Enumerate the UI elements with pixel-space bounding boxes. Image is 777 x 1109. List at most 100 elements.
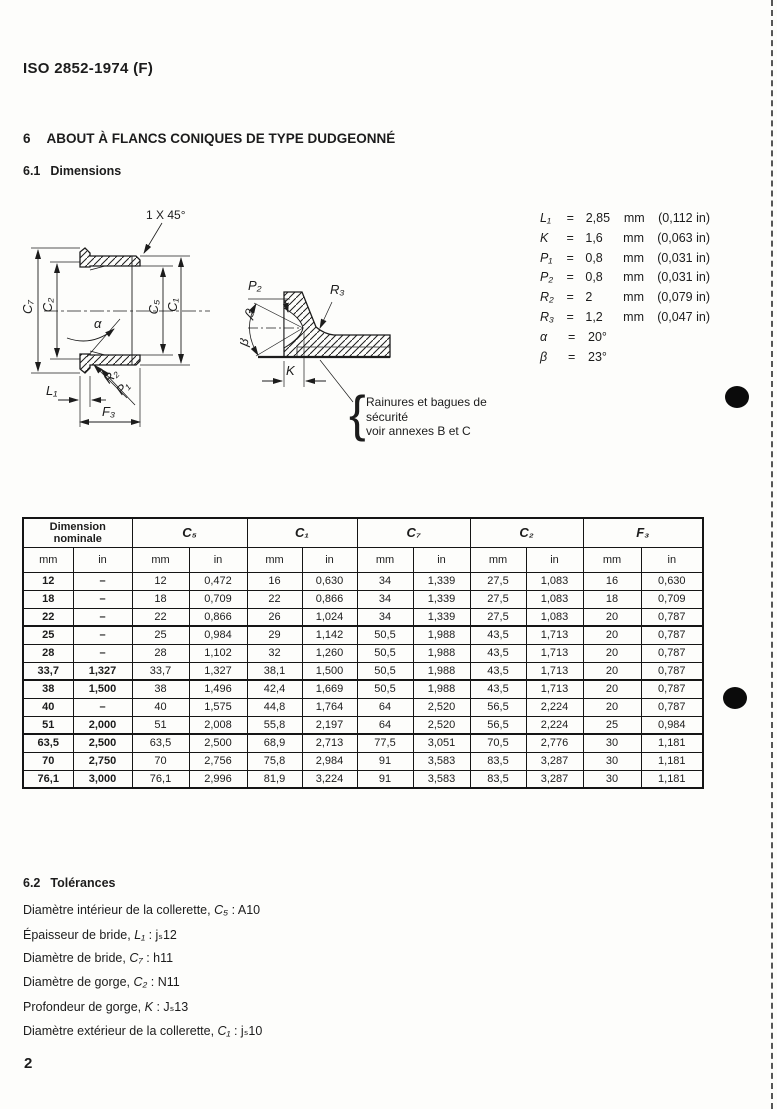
table-cell: 2,500 — [72, 733, 133, 753]
table-cell: 2,000 — [72, 715, 133, 735]
table-cell: 30 — [582, 769, 642, 789]
dim-label-c7: C₇ — [20, 300, 35, 314]
table-cell: 18 — [582, 589, 642, 609]
table-cell: 32 — [246, 643, 303, 663]
table-cell: 1,083 — [525, 589, 584, 609]
table-cell: 1,339 — [412, 571, 471, 591]
table-unit-header: mm — [22, 546, 74, 573]
tolerance-symbol: C₁ — [217, 1024, 231, 1038]
table-cell: 16 — [582, 571, 642, 591]
equals-sign: = — [568, 329, 576, 344]
table-cell: 1,575 — [188, 697, 248, 717]
table-cell: – — [72, 643, 133, 663]
table-cell: 1,713 — [525, 661, 584, 681]
table-cell: 33,7 — [22, 661, 74, 681]
table-cell: 30 — [582, 751, 642, 771]
tolerance-class: : h11 — [142, 951, 174, 965]
dim-label-c5: C₅ — [146, 299, 161, 314]
note-line-1: Rainures et bagues de — [366, 395, 487, 409]
table-cell: 12 — [131, 571, 190, 591]
dim-label-p2: P₂ — [248, 278, 262, 293]
table-cell: 1,500 — [72, 679, 133, 699]
table-cell: 26 — [246, 607, 303, 627]
table-cell: 27,5 — [469, 607, 527, 627]
tolerance-line: Diamètre intérieur de la collerette, C₅ … — [23, 903, 523, 927]
table-cell: 16 — [246, 571, 303, 591]
table-cell: 64 — [356, 697, 414, 717]
table-cell: 1,181 — [640, 751, 704, 771]
parameter-unit: mm — [623, 290, 644, 305]
parameter-inch-value: (0,031 in) — [657, 250, 710, 265]
tolerance-text: Diamètre extérieur de la collerette, — [23, 1024, 218, 1038]
parameter-unit: mm — [623, 309, 644, 324]
parameter-value: 2,85 — [585, 211, 611, 225]
tolerance-text: Diamètre de bride, — [23, 951, 130, 965]
parameter-row: α=20° — [540, 330, 710, 350]
groove-detail-drawing: P₂ R₃ β β K { Rainures et bagues de sécu… — [240, 278, 487, 442]
registration-mark-lower — [723, 687, 747, 709]
table-cell: 27,5 — [469, 589, 527, 609]
table-cell: 43,5 — [469, 661, 527, 681]
parameter-value: 2 — [585, 290, 593, 305]
table-cell: – — [72, 589, 133, 609]
table-cell: 0,709 — [640, 589, 704, 609]
dim-label-r3: R₃ — [330, 282, 345, 297]
dim-label-beta-upper: β — [240, 306, 257, 322]
tolerance-line: Épaisseur de bride, L₁ : jₛ12 — [23, 927, 523, 951]
table-cell: – — [72, 625, 133, 645]
tolerance-symbol: C₅ — [214, 903, 229, 917]
parameter-value: 1,2 — [585, 309, 603, 324]
tolerance-line: Profondeur de gorge, K : Jₛ13 — [23, 999, 523, 1023]
table-unit-header: mm — [582, 546, 642, 573]
table-cell: 2,713 — [301, 733, 358, 753]
table-cell: 25 — [582, 715, 642, 735]
registration-mark-upper — [725, 386, 749, 408]
table-cell: 63,5 — [131, 733, 190, 753]
dim-label-beta-lower: β — [240, 336, 252, 348]
parameter-symbol: α — [540, 329, 548, 344]
table-cell: 3,287 — [525, 751, 584, 771]
note-line-3: voir annexes B et C — [366, 424, 471, 438]
section-6-number: 6 — [23, 131, 31, 146]
equals-sign: = — [566, 211, 574, 225]
table-cell: 30 — [582, 733, 642, 753]
table-cell: 64 — [356, 715, 414, 735]
parameter-inch-value: (0,112 in) — [658, 211, 710, 225]
table-cell: 1,181 — [640, 769, 704, 789]
tolerance-class: : A10 — [228, 903, 261, 917]
parameter-value: 0,8 — [585, 270, 603, 285]
section-6-heading: 6 ABOUT À FLANCS CONIQUES DE TYPE DUDGEO… — [23, 131, 395, 146]
equals-sign: = — [566, 290, 574, 305]
table-unit-header: in — [188, 546, 248, 573]
table-cell: 1,713 — [525, 643, 584, 663]
table-cell: 1,713 — [525, 625, 584, 645]
table-cell: 3,583 — [412, 751, 471, 771]
ferrule-section-drawing: 1 X 45° C₇ C₂ C₅ C₁ α R₂ P₁ L₁ F₃ — [20, 208, 210, 427]
dim-label-k: K — [286, 363, 296, 378]
tolerance-lines: Diamètre intérieur de la collerette, C₅ … — [23, 903, 523, 1047]
table-cell: 2,520 — [412, 715, 471, 735]
table-cell: 44,8 — [246, 697, 303, 717]
tolerance-class: : jₛ12 — [145, 928, 177, 942]
table-cell: 20 — [582, 607, 642, 627]
document-reference: ISO 2852-1974 (F) — [23, 60, 154, 77]
table-cell: 12 — [22, 571, 74, 591]
table-cell: 70,5 — [469, 733, 527, 753]
tolerance-text: Diamètre de gorge, — [23, 975, 134, 989]
table-cell: 1,083 — [525, 571, 584, 591]
table-cell: 28 — [131, 643, 190, 663]
parameter-symbol: P₂ — [540, 270, 554, 285]
table-cell: 20 — [582, 625, 642, 645]
table-cell: 77,5 — [356, 733, 414, 753]
parameter-inch-value: (0,047 in) — [657, 309, 710, 324]
table-cell: 2,776 — [525, 733, 584, 753]
parameter-value: 1,6 — [585, 230, 603, 245]
tolerance-symbol: C₇ — [129, 951, 143, 965]
tolerance-text: Profondeur de gorge, — [23, 1000, 145, 1014]
tolerance-line: Diamètre de bride, C₇ : h11 — [23, 951, 523, 975]
